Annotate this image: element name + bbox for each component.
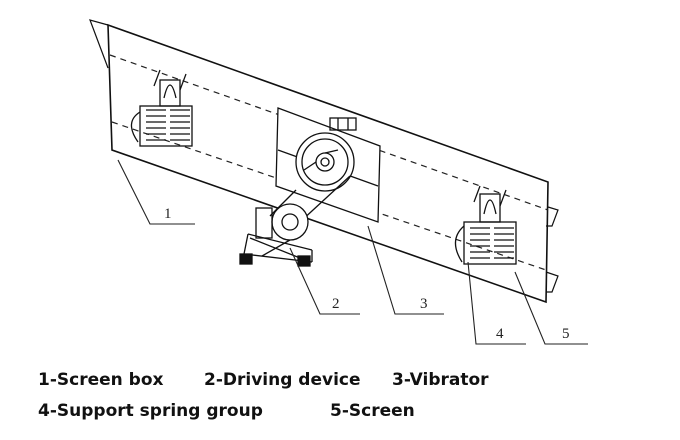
legend: 1-Screen box 2-Driving device 3-Vibrator… xyxy=(38,370,489,421)
legend-support-spring-group: 4-Support spring group xyxy=(38,401,263,421)
leader-lines xyxy=(117,159,588,345)
legend-driving-device: 2-Driving device xyxy=(204,370,361,390)
legend-screen-box: 1-Screen box xyxy=(38,370,164,390)
support-spring-left xyxy=(130,69,193,147)
support-spring-right xyxy=(454,185,517,265)
driving-device xyxy=(239,175,351,267)
vibrator xyxy=(275,107,381,223)
callout-3: 3 xyxy=(420,296,428,312)
callout-1: 1 xyxy=(164,206,172,222)
callout-5: 5 xyxy=(562,326,570,342)
legend-vibrator: 3-Vibrator xyxy=(392,370,489,390)
callout-2: 2 xyxy=(332,296,340,312)
legend-screen: 5-Screen xyxy=(330,401,415,421)
callout-4: 4 xyxy=(496,326,504,342)
